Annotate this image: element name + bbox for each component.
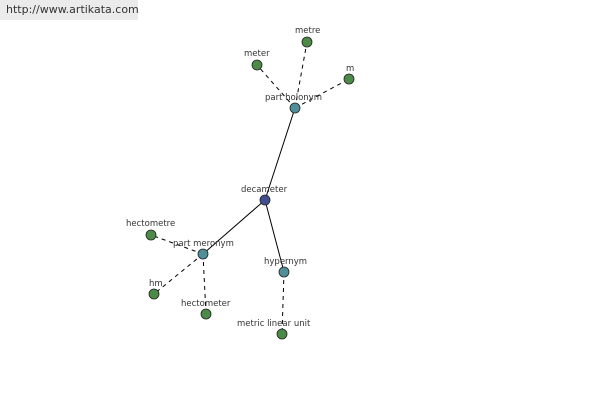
node-metric-linear-unit[interactable] xyxy=(276,328,288,340)
node-label-hectometre: hectometre xyxy=(126,219,175,229)
edges-layer xyxy=(150,41,350,335)
node-label-m: m xyxy=(346,64,354,74)
node-label-metric-linear-unit: metric linear unit xyxy=(237,319,311,329)
edge-part-meronym-to-hectometre xyxy=(150,234,204,255)
edge-part-holonym-to-meter xyxy=(256,64,296,109)
node-part-holonym[interactable] xyxy=(289,102,301,114)
node-part-meronym[interactable] xyxy=(197,248,209,260)
node-metre[interactable] xyxy=(301,36,313,48)
node-hectometre[interactable] xyxy=(145,229,157,241)
node-label-part-holonym: part holonym xyxy=(265,93,322,103)
labels-layer: decameter part holonym part meronym hyperny… xyxy=(126,26,354,329)
node-meter[interactable] xyxy=(251,59,263,71)
node-hypernym[interactable] xyxy=(278,266,290,278)
node-decameter[interactable] xyxy=(259,194,271,206)
nodes-layer xyxy=(145,36,355,340)
node-label-metre: metre xyxy=(295,26,320,36)
node-label-hm: hm xyxy=(149,279,163,289)
node-m[interactable] xyxy=(343,73,355,85)
edge-decameter-to-part-holonym xyxy=(264,107,296,201)
edge-part-meronym-to-hectometer xyxy=(202,253,207,315)
edge-decameter-to-part-meronym xyxy=(202,199,266,255)
source-url-label: http://www.artikata.com xyxy=(0,0,139,20)
node-hectometer[interactable] xyxy=(200,308,212,320)
node-hm[interactable] xyxy=(148,288,160,300)
node-label-meter: meter xyxy=(244,49,270,59)
edge-part-holonym-to-m xyxy=(294,78,350,109)
node-label-hectometer: hectometer xyxy=(181,299,231,309)
edge-decameter-to-hypernym xyxy=(264,199,285,273)
node-label-part-meronym: part meronym xyxy=(173,239,234,249)
edge-part-holonym-to-metre xyxy=(294,41,308,109)
edge-hypernym-to-metric-linear-unit xyxy=(281,271,285,335)
node-label-hypernym: hypernym xyxy=(264,257,307,267)
edge-part-meronym-to-hm xyxy=(153,253,204,295)
node-label-decameter: decameter xyxy=(241,185,288,195)
